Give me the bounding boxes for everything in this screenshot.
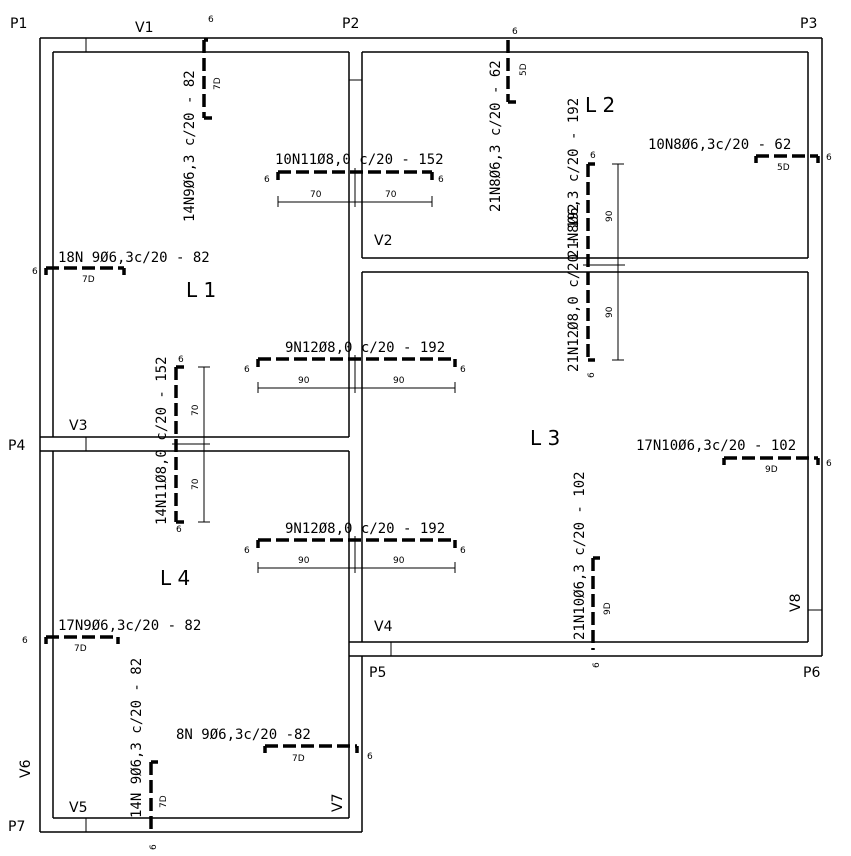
rebar-9n12-low-hook-right: 6 [460, 546, 466, 556]
rebar-14n11: 6 70 70 6 14N11Ø8,0 c/20 - 152 [154, 355, 210, 535]
rebar-10n11: 10N11Ø8,0 c/20 - 152 70 70 6 6 [264, 152, 444, 207]
rebar-21n12: 6 90 90 6 21N8Ø6,3 c/20 - 192 21N12Ø8,0 … [566, 98, 625, 378]
rebar-21n12-seg-top: 90 [605, 210, 615, 222]
rebar-8n9-seg: 7D [292, 754, 305, 764]
rebar-21n8: 6 5D 21N8Ø6,3 c/20 - 62 [488, 27, 529, 212]
rebar-10n8-hook: 6 [826, 153, 832, 163]
rebar-10n8-label: 10N8Ø6,3c/20 - 62 [648, 137, 791, 153]
rebar-9n12-mid: 9N12Ø8,0 c/20 - 192 90 90 6 6 [244, 340, 466, 393]
rebar-21n12-hook-bottom: 6 [587, 372, 597, 378]
rebar-18n9-seg: 7D [82, 275, 95, 285]
rebar-17n10-label: 17N10Ø6,3c/20 - 102 [636, 438, 796, 454]
rebar-14n9-top: 6 7D 14N9Ø6,3 c/20 - 82 [182, 15, 223, 222]
rebar-21n12-hook-top: 6 [590, 151, 596, 161]
rebar-9n12-mid-seg-left: 90 [298, 376, 310, 386]
rebar-9n12-mid-label: 9N12Ø8,0 c/20 - 192 [285, 340, 445, 356]
rebar-17n9-hook: 6 [22, 636, 28, 646]
rebar-17n10-hook: 6 [826, 459, 832, 469]
rebar-9n12-low-seg-left: 90 [298, 556, 310, 566]
rebar-14n11-hook-bottom: 6 [176, 525, 182, 535]
rebar-14n9-top-label: 14N9Ø6,3 c/20 - 82 [182, 70, 198, 222]
rebar-21n8-label: 21N8Ø6,3 c/20 - 62 [488, 60, 504, 212]
rebar-21n12-seg-bottom: 90 [605, 306, 615, 318]
rebar-9n12-low-hook-left: 6 [244, 546, 250, 556]
pillar-p4: P4 [8, 438, 25, 454]
rebar-18n9: 18N 9Ø6,3c/20 - 82 7D 6 [32, 250, 210, 285]
pillar-p6: P6 [803, 665, 820, 681]
pillar-p3: P3 [800, 16, 817, 32]
slab-l1: L 1 [186, 278, 216, 302]
rebar-14n9-bottom-seg: 7D [159, 795, 169, 808]
rebar-10n11-seg-left: 70 [310, 190, 322, 200]
rebar-21n8-seg: 5D [519, 63, 529, 76]
rebar-10n11-hook-right: 6 [438, 175, 444, 185]
rebar-21n10-label: 21N10Ø6,3 c/20 - 102 [572, 471, 588, 640]
slab-l3: L 3 [530, 426, 560, 450]
rebar-9n12-low-seg-right: 90 [393, 556, 405, 566]
rebar-9n12-low: 9N12Ø8,0 c/20 - 192 90 90 6 6 [244, 521, 466, 573]
rebar-10n11-seg-right: 70 [385, 190, 397, 200]
rebar-9n12-mid-hook-left: 6 [244, 365, 250, 375]
rebar-14n9-bottom-hook: 6 [149, 844, 159, 850]
beam-v4: V4 [374, 619, 393, 635]
rebar-17n9-label: 17N9Ø6,3c/20 - 82 [58, 618, 201, 634]
rebar-14n11-hook-top: 6 [178, 355, 184, 365]
rebar-9n12-mid-seg-right: 90 [393, 376, 405, 386]
rebar-14n11-seg-bottom: 70 [191, 478, 201, 490]
rebar-8n9-label: 8N 9Ø6,3c/20 -82 [176, 727, 311, 743]
rebar-21n10-hook: 6 [592, 662, 602, 668]
rebar-21n10-seg: 9D [603, 602, 613, 615]
rebar-10n8-seg: 5D [777, 163, 790, 173]
rebar-18n9-label: 18N 9Ø6,3c/20 - 82 [58, 250, 210, 266]
slab-l2: L 2 [585, 93, 615, 117]
beam-v6: V6 [18, 759, 34, 778]
rebar-8n9: 8N 9Ø6,3c/20 -82 7D 6 [176, 727, 373, 764]
rebar-14n9-bottom: 7D 6 14N 9Ø6,3 c/20 - 82 [129, 658, 169, 850]
beam-v8: V8 [788, 594, 804, 612]
beam-v2: V2 [374, 233, 392, 249]
pillar-p5: P5 [369, 665, 386, 681]
rebar-21n8-hook: 6 [512, 27, 518, 37]
rebar-14n9-bottom-label: 14N 9Ø6,3 c/20 - 82 [129, 658, 145, 818]
rebar-21n12-label: 21N12Ø8,0 c/20 - 192 [566, 203, 582, 372]
beam-v1: V1 [135, 20, 153, 36]
rebar-9n12-mid-hook-right: 6 [460, 365, 466, 375]
rebar-10n11-label: 10N11Ø8,0 c/20 - 152 [275, 152, 444, 168]
pillar-p2: P2 [342, 16, 359, 32]
rebar-21n10: 9D 6 21N10Ø6,3 c/20 - 102 [572, 471, 613, 668]
rebar-10n8: 10N8Ø6,3c/20 - 62 5D 6 [648, 137, 832, 173]
rebar-18n9-hook: 6 [32, 267, 38, 277]
rebar-9n12-low-label: 9N12Ø8,0 c/20 - 192 [285, 521, 445, 537]
rebar-14n9-top-hook: 6 [208, 15, 214, 25]
pillar-p1: P1 [10, 16, 27, 32]
beam-v3: V3 [69, 418, 87, 434]
rebar-17n9: 17N9Ø6,3c/20 - 82 7D 6 [22, 618, 201, 654]
beam-v7: V7 [330, 794, 346, 812]
structure-outline [39, 37, 823, 833]
rebar-17n10-seg: 9D [765, 465, 778, 475]
slab-l4: L 4 [160, 566, 190, 590]
rebar-14n11-seg-top: 70 [191, 404, 201, 416]
rebar-17n9-seg: 7D [74, 644, 87, 654]
rebar-10n11-hook-left: 6 [264, 175, 270, 185]
pillar-p7: P7 [8, 819, 25, 835]
rebar-8n9-hook: 6 [367, 752, 373, 762]
rebar-21n12-label-top: 21N8Ø6,3 c/20 - 192 [566, 98, 582, 258]
beam-v5: V5 [69, 800, 87, 816]
rebar-14n11-label: 14N11Ø8,0 c/20 - 152 [154, 356, 170, 525]
rebar-14n9-top-seg: 7D [213, 77, 223, 90]
rebar-17n10: 17N10Ø6,3c/20 - 102 9D 6 [636, 438, 832, 475]
